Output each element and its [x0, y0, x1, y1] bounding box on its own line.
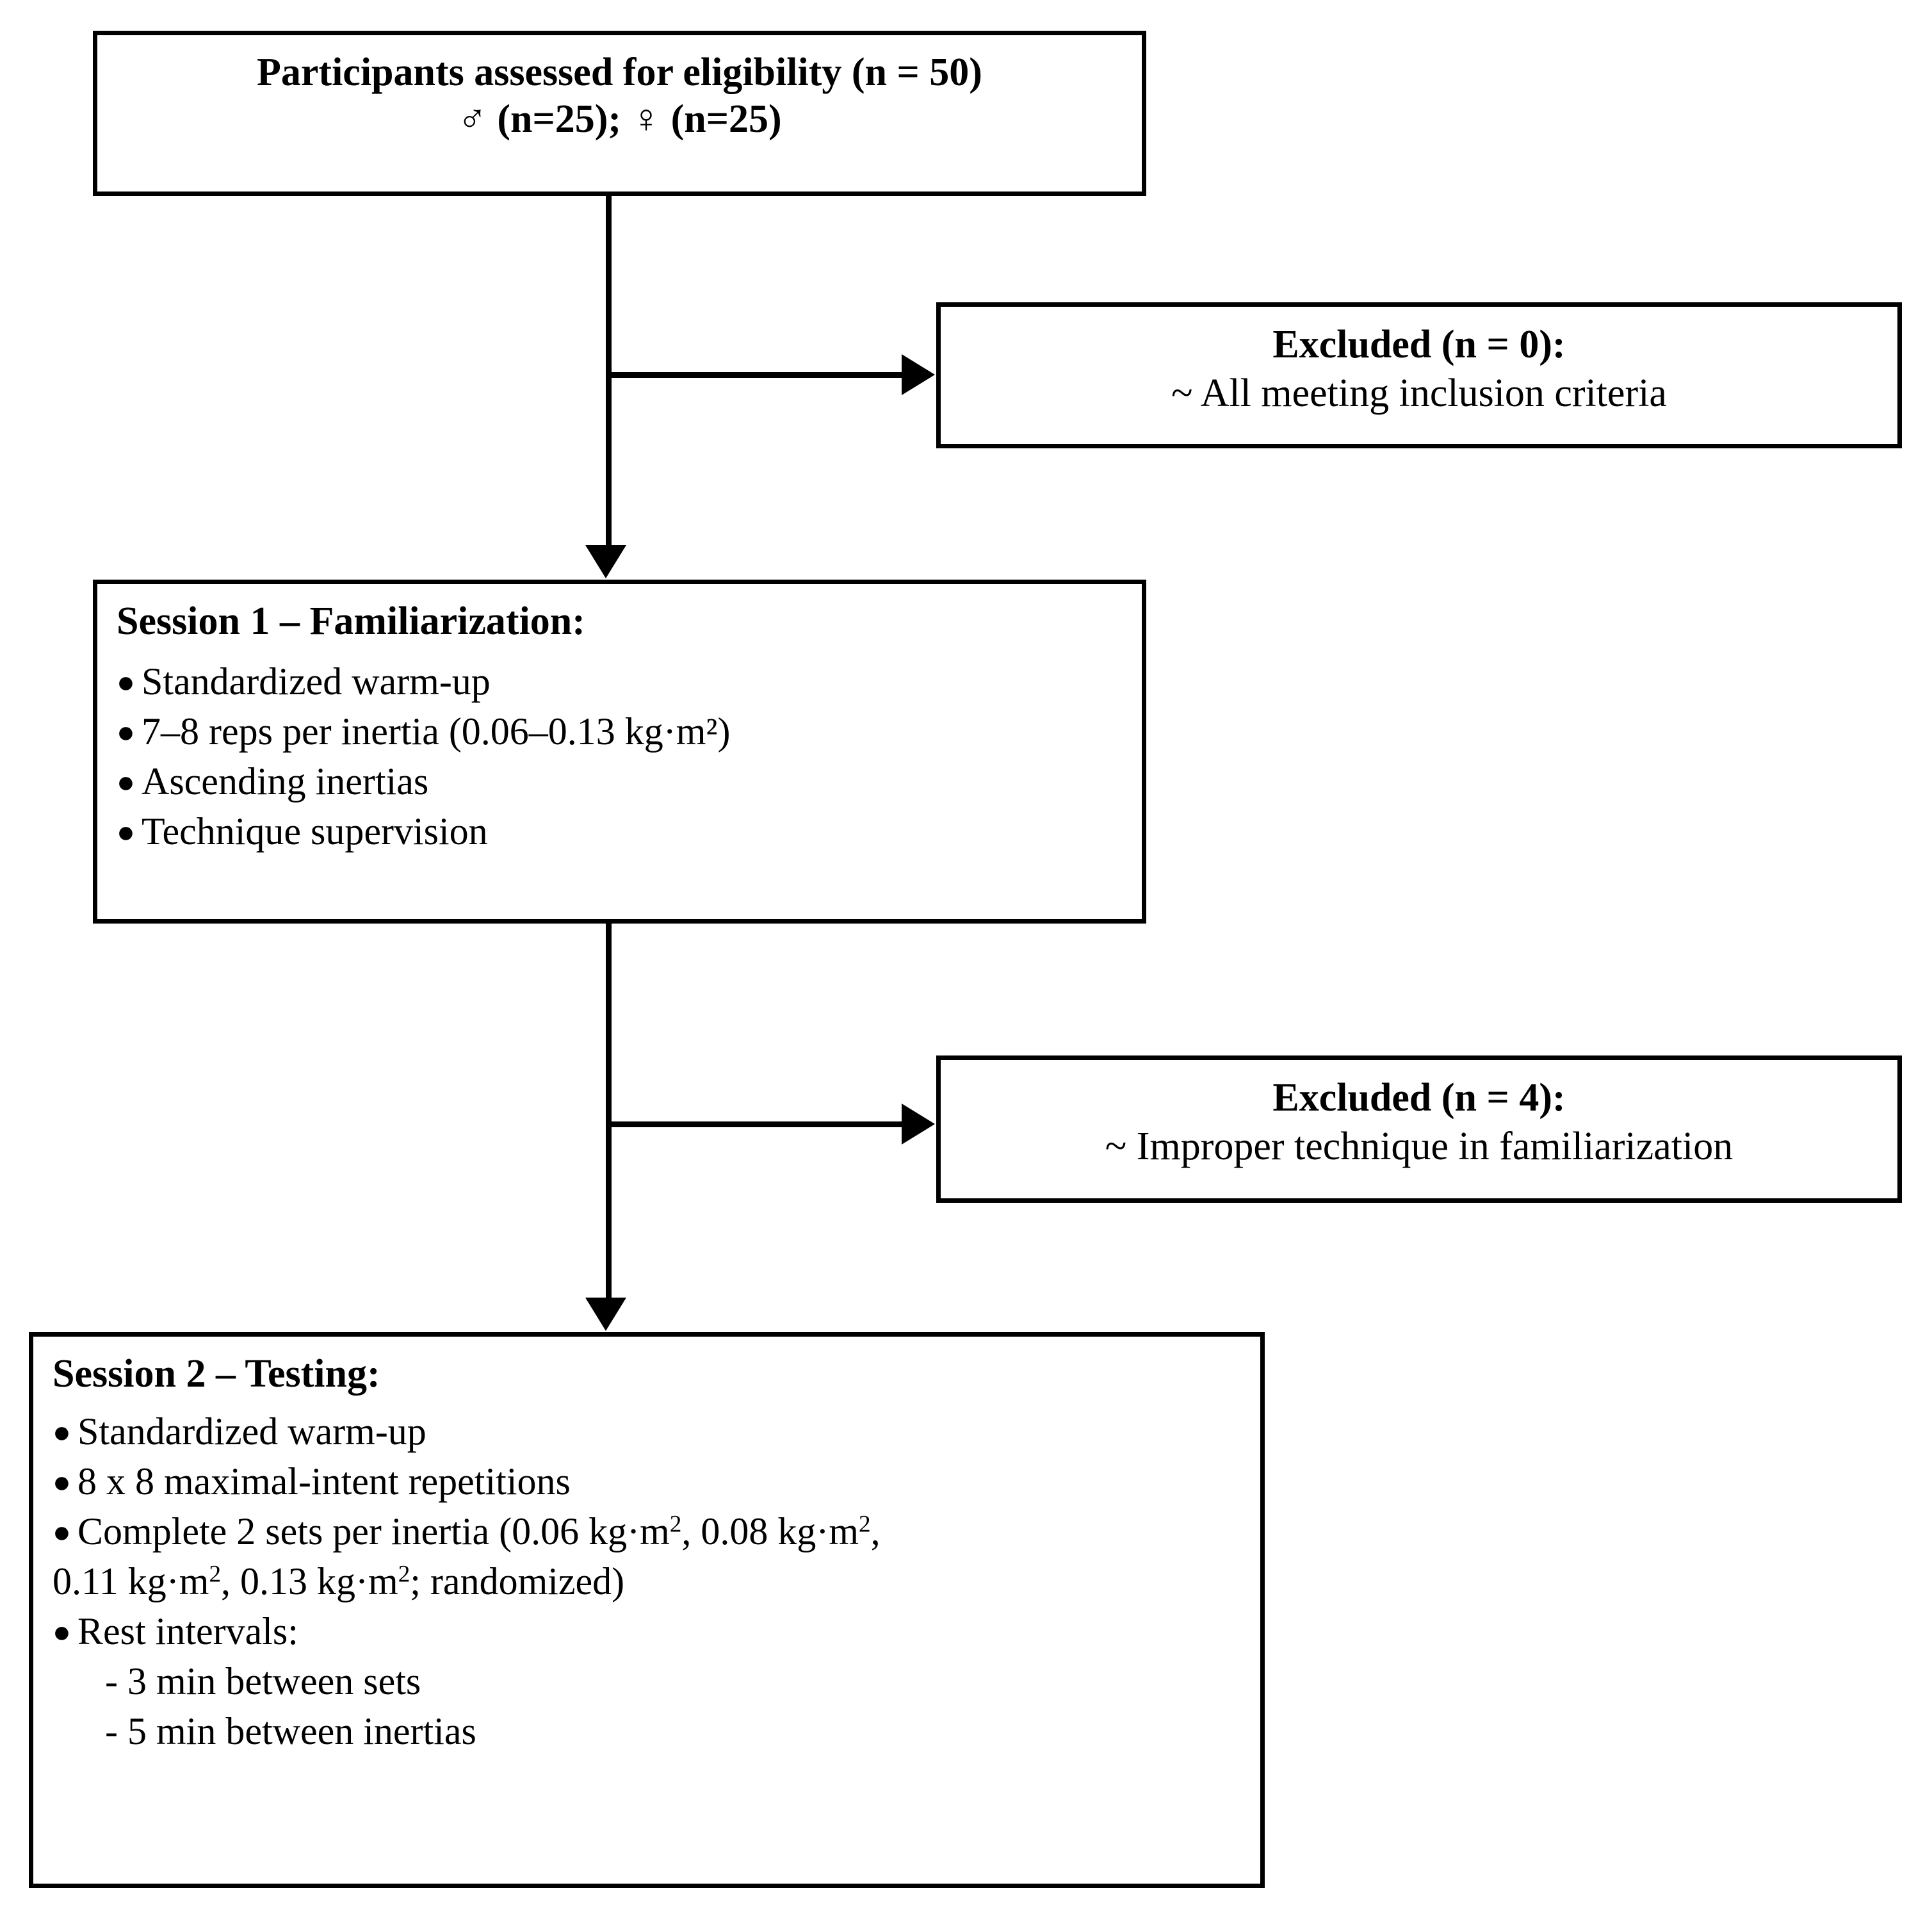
session-2-bullet-3-part-e: , 0.13 kg·m: [221, 1560, 398, 1603]
arrow-down-icon: [585, 545, 626, 578]
session-2-sub-bullet-1: - 3 min between sets: [105, 1660, 421, 1703]
bullet-icon: ●: [53, 1515, 71, 1549]
session-2-bullet-2-text: 8 x 8 maximal-intent repetitions: [77, 1460, 571, 1503]
exponent-two: 2: [669, 1511, 682, 1538]
exponent-two: 2: [398, 1561, 410, 1588]
session-2-bullet-3-part-d: 0.11 kg·m: [53, 1560, 209, 1603]
exponent-two: 2: [209, 1561, 222, 1588]
session-2-bullet-2: ●8 x 8 maximal-intent repetitions: [53, 1456, 1241, 1506]
session-1-bullet-2-text: 7–8 reps per inertia (0.06–0.13 kg·m²): [142, 710, 731, 753]
box-participants-eligibility: Participants assessed for eligibility (n…: [93, 31, 1146, 196]
session-2-bullet-3-part-c: ,: [870, 1510, 881, 1553]
excluded-1-title: Excluded (n = 0):: [1272, 323, 1566, 366]
session-1-bullet-4: ●Technique supervision: [117, 806, 1123, 856]
excluded-1-reason: ~ All meeting inclusion criteria: [1171, 371, 1667, 415]
session-2-title: Session 2 – Testing:: [53, 1352, 380, 1396]
arrow-down-icon: [585, 1298, 626, 1331]
eligibility-sex-breakdown: ♂ (n=25); ♀ (n=25): [457, 97, 782, 142]
box-session-1-familiarization: Session 1 – Familiarization: ●Standardiz…: [93, 580, 1146, 924]
bullet-icon: ●: [53, 1415, 71, 1449]
session-2-bullet-4-text: Rest intervals:: [77, 1610, 298, 1653]
box-session-2-testing: Session 2 – Testing: ●Standardized warm-…: [29, 1332, 1265, 1888]
session-2-bullet-1-text: Standardized warm-up: [77, 1410, 426, 1453]
session-1-bullet-2: ●7–8 reps per inertia (0.06–0.13 kg·m²): [117, 706, 1123, 756]
session-1-title: Session 1 – Familiarization:: [117, 599, 585, 643]
session-2-bullet-3-part-f: ; randomized): [410, 1560, 625, 1603]
session-2-bullet-3-part-b: , 0.08 kg·m: [681, 1510, 859, 1553]
connector-to-excluded-1: [608, 372, 903, 378]
bullet-icon: ●: [53, 1465, 71, 1499]
bullet-icon: ●: [117, 765, 135, 799]
session-1-bullet-3: ●Ascending inertias: [117, 756, 1123, 806]
session-2-bullet-4: ●Rest intervals:: [53, 1606, 1241, 1656]
connector-session1-to-session2: [606, 924, 612, 1298]
eligibility-title: Participants assessed for eligibility (n…: [257, 51, 982, 94]
session-1-bullet-1-text: Standardized warm-up: [142, 660, 491, 703]
box-excluded-second: Excluded (n = 4): ~ Improper technique i…: [936, 1055, 1902, 1203]
bullet-icon: ●: [53, 1615, 71, 1649]
session-1-bullet-1: ●Standardized warm-up: [117, 656, 1123, 706]
arrow-right-icon: [902, 354, 935, 395]
session-1-bullet-3-text: Ascending inertias: [142, 760, 429, 803]
bullet-icon: ●: [117, 815, 135, 849]
bullet-icon: ●: [117, 715, 135, 749]
bullet-icon: ●: [117, 665, 135, 699]
box-excluded-first: Excluded (n = 0): ~ All meeting inclusio…: [936, 302, 1902, 448]
session-2-sub-bullet-2: - 5 min between inertias: [105, 1710, 476, 1753]
session-2-bullet-3-line-1: ●Complete 2 sets per inertia (0.06 kg·m2…: [53, 1506, 1241, 1556]
exponent-two: 2: [859, 1511, 871, 1538]
session-2-bullet-1: ●Standardized warm-up: [53, 1406, 1241, 1456]
connector-eligibility-to-session1: [606, 196, 612, 547]
excluded-2-title: Excluded (n = 4):: [1272, 1076, 1566, 1120]
session-2-bullet-3-part-a: Complete 2 sets per inertia (0.06 kg·m: [77, 1510, 670, 1553]
session-1-bullet-4-text: Technique supervision: [142, 810, 488, 853]
session-2-bullet-3-line-2: 0.11 kg·m2, 0.13 kg·m2; randomized): [53, 1556, 1241, 1606]
connector-to-excluded-2: [608, 1121, 903, 1127]
excluded-2-reason: ~ Improper technique in familiarization: [1105, 1124, 1733, 1168]
arrow-right-icon: [902, 1104, 935, 1145]
